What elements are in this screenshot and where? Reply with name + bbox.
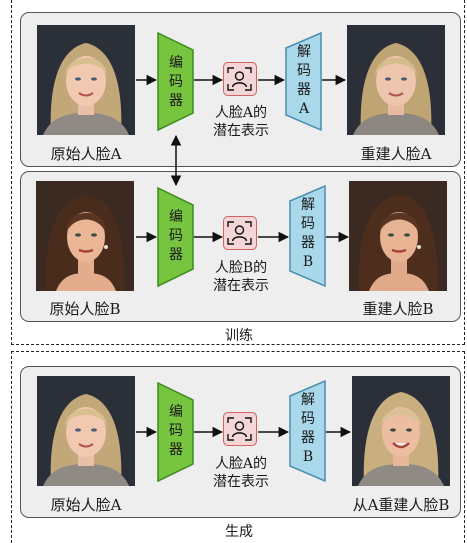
face-b-original-caption: 原始人脸B: [49, 300, 121, 318]
encoder-a-label: 编 码 器: [169, 55, 183, 109]
latent-b-caption: 人脸B的 潜在表示: [213, 260, 269, 294]
latent-gen-icon: [223, 412, 257, 446]
face-a-gen-original-photo: [37, 376, 135, 486]
face-b-reconstructed-caption: 重建人脸B: [362, 300, 434, 318]
generation-label: 生成: [225, 524, 253, 540]
latent-b-icon: [223, 216, 257, 250]
latent-gen-caption: 人脸A的 潜在表示: [213, 456, 269, 490]
training-frame: [11, 0, 465, 345]
training-label: 训练: [225, 328, 253, 344]
face-b-from-a-caption: 从A重建人脸B: [352, 496, 450, 514]
face-b-reconstructed-photo: [349, 181, 447, 291]
face-a-original-caption: 原始人脸A: [50, 145, 122, 163]
decoder-a-label: 解 码 器 A: [297, 44, 311, 117]
latent-a-icon: [223, 62, 257, 96]
face-b-from-a-photo: [352, 376, 450, 486]
face-a-gen-original-caption: 原始人脸A: [50, 496, 122, 514]
face-a-reconstructed-photo: [347, 25, 445, 135]
face-a-reconstructed-caption: 重建人脸A: [360, 145, 432, 163]
face-b-original-photo: [36, 181, 134, 291]
decoder-gen-label: 解 码 器 B: [301, 392, 315, 465]
decoder-b-label: 解 码 器 B: [301, 197, 315, 270]
face-a-original-photo: [37, 25, 135, 135]
generation-frame: [11, 351, 465, 543]
latent-a-caption: 人脸A的 潜在表示: [213, 105, 269, 139]
encoder-b-label: 编 码 器: [169, 209, 183, 263]
encoder-gen-label: 编 码 器: [169, 404, 183, 458]
